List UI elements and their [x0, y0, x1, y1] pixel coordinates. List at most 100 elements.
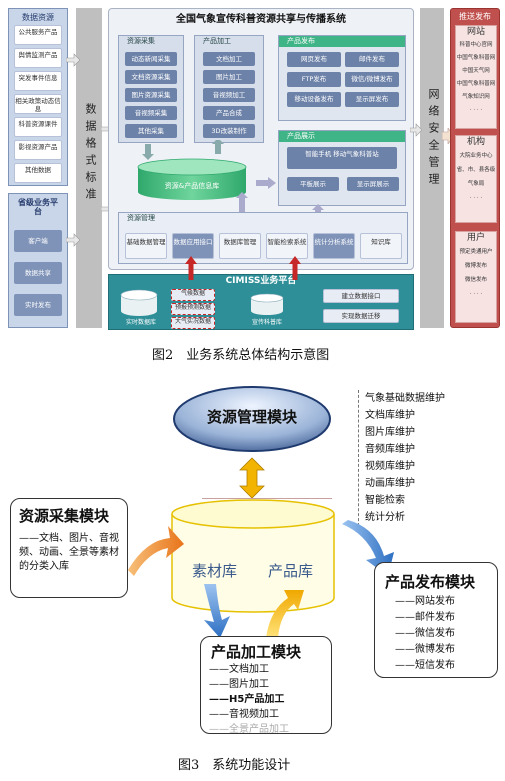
province-panel: 省级业务平台 客户端数据共享实时发布: [8, 193, 68, 328]
mgmt-list-item-7: 统计分析: [365, 512, 405, 523]
process-module: 产品加工模块 ——文档加工——图片加工——H5产品加工——音视频加工——全景产品…: [200, 636, 332, 735]
push-website: 网站 科普中心官网中国气象科普网中国天气网中国气象科普网气象知识网· · · ·: [455, 25, 497, 129]
data-sources-header: 数据资源: [22, 13, 54, 22]
resource-db-label: 资源&产品信息库: [164, 182, 220, 190]
website-item-3: 中国气象科普网: [456, 81, 496, 87]
mgmt-list-item-6: 智能检索: [365, 495, 405, 506]
publish-list-item-2: ——微信发布: [395, 628, 455, 639]
release-item-3: 微信/微博发布: [345, 72, 399, 87]
data-source-item-4: 科普资源课件: [14, 117, 62, 137]
science-db-icon: [250, 293, 284, 315]
data-sources-panel: 数据资源 公共服务产品舆情监测产品突发事件信息相关政策动态信息科普资源课件影视资…: [8, 8, 68, 186]
process-item-4: 3D改装制作: [203, 124, 255, 138]
realtime-db-label: 实时数据库: [125, 319, 156, 326]
release-header: 产品发布: [279, 36, 405, 47]
resource-db: [137, 158, 247, 200]
data-source-item-5: 影视资源产品: [14, 140, 62, 160]
material-label: 素材库: [192, 562, 238, 580]
collect-item-0: 动态新闻采集: [125, 52, 177, 66]
publish-module: 产品发布模块 ——网站发布——邮件发布——微信发布——微博发布——短信发布: [374, 562, 498, 678]
process-arrows: [204, 584, 304, 638]
province-item-1: 数据共享: [14, 262, 62, 284]
mgmt-list-item-2: 图片库维护: [365, 427, 415, 438]
security-arrows: [410, 123, 422, 137]
science-db-label: 宣传科普库: [251, 319, 282, 326]
mgmt-divider: [202, 498, 332, 499]
security-panel: 网络安全管理: [420, 8, 444, 328]
mgmt-list-item-0: 气象基础数据维护: [365, 393, 445, 404]
display-panel: 产品展示 智能手机 移动气象科普站 平板展示显示屏展示: [278, 130, 406, 206]
process-item-3: 产品合成: [203, 106, 255, 120]
process-list-item-1: ——图片加工: [209, 679, 269, 690]
cimiss-item-1: 预报预测数据: [171, 303, 215, 315]
manage-item-3: 智能检索系统: [266, 233, 308, 259]
cimiss-header: CIMISS业务平台: [225, 276, 297, 286]
display-main: 智能手机 移动气象科普站: [287, 147, 397, 169]
collect-item-2: 图片资源采集: [125, 88, 177, 102]
data-source-item-2: 突发事件信息: [14, 71, 62, 91]
collect-header: 资源采集: [119, 36, 183, 47]
org-item-0: 大院业务中心: [459, 153, 493, 159]
display-header: 产品展示: [279, 131, 405, 142]
release-item-2: FTP发布: [287, 72, 341, 87]
process-panel: 产品加工 文档加工图片加工音视频加工产品合成 3D改装制作: [194, 35, 264, 143]
publish-list-item-4: ——短信发布: [395, 660, 455, 671]
process-item-1: 图片加工: [203, 70, 255, 84]
fig2-diagram: 数据资源 公共服务产品舆情监测产品突发事件信息相关政策动态信息科普资源课件影视资…: [8, 8, 500, 334]
org-item-1: 省、市、县各级气象局: [456, 167, 496, 187]
org-item-2: · · · ·: [469, 195, 483, 201]
mgmt-list-item-4: 视频库维护: [365, 461, 415, 472]
release-item-0: 网页发布: [287, 52, 341, 67]
mgmt-ellipse: [173, 386, 331, 452]
release-item-4: 移动设备发布: [287, 92, 341, 107]
process-title: 产品加工模块: [211, 643, 302, 661]
cimiss-panel: CIMISS业务平台 实时数据库 气候数据预报预测数据大气实况数据 宣传科普库 …: [108, 274, 414, 330]
realtime-db-icon: [120, 289, 158, 316]
publish-list-item-1: ——邮件发布: [395, 612, 455, 623]
process-list-item-2: ——H5产品加工: [209, 694, 285, 705]
cimiss-up-arrows: [185, 256, 301, 280]
website-item-0: 科普中心官网: [459, 42, 493, 48]
website-item-1: 中国气象科普网: [456, 55, 496, 61]
province-item-2: 实时发布: [14, 294, 62, 316]
data-source-item-1: 舆情监测产品: [14, 48, 62, 68]
website-item-2: 中国天气网: [462, 68, 490, 74]
process-list-item-3: ——音视频加工: [209, 709, 279, 720]
release-panel: 产品发布 网页发布邮件发布 FTP发布微信/微博发布移动设备发布显示屏发布: [278, 35, 406, 121]
province-header: 省级业务平台: [18, 198, 58, 216]
publish-list-item-3: ——微博发布: [395, 644, 455, 655]
push-org: 机构 大院业务中心省、市、县各级气象局· · · ·: [455, 135, 497, 223]
process-item-0: 文档加工: [203, 52, 255, 66]
user-item-3: · · · ·: [469, 291, 483, 297]
collect-item-4: 其他采集: [125, 124, 177, 138]
cimiss-item-0: 气候数据: [171, 289, 215, 301]
process-item-2: 音视频加工: [203, 88, 255, 102]
fig2-caption: 图2 业务系统总体结构示意图: [152, 348, 330, 363]
manage-item-4: 统计分析系统: [313, 233, 355, 259]
collect-text: ——文档、图片、音视频、动画、全景等素材的分类入库: [19, 533, 119, 572]
format-standard-label: 数据格式标准: [84, 103, 97, 205]
publish-title: 产品发布模块: [385, 573, 476, 591]
mgmt-list-item-5: 动画库维护: [365, 478, 415, 489]
data-source-item-0: 公共服务产品: [14, 25, 62, 45]
mgmt-arrow: [239, 457, 265, 499]
release-item-1: 邮件发布: [345, 52, 399, 67]
mgmt-list: 气象基础数据维护文档库维护图片库维护音频库维护视频库维护动画库维护智能检索统计分…: [358, 390, 498, 526]
display-item-0: 平板展示: [287, 177, 339, 191]
mgmt-list-item-1: 文档库维护: [365, 410, 415, 421]
user-item-2: 微信发布: [464, 277, 487, 283]
manage-item-2: 数据库管理: [219, 233, 261, 259]
collect-title: 资源采集模块: [19, 507, 110, 525]
process-header: 产品加工: [195, 36, 263, 47]
manage-item-0: 基础数据管理: [125, 233, 167, 259]
website-item-5: · · · ·: [469, 107, 483, 113]
release-item-5: 显示屏发布: [345, 92, 399, 107]
push-header: 推送发布: [459, 12, 491, 21]
collect-module: 资源采集模块 ——文档、图片、音视频、动画、全景等素材的分类入库: [10, 498, 128, 598]
main-system-title: 全国气象宣传科普资源共享与传播系统: [176, 14, 346, 25]
fig3-caption: 图3 系统功能设计: [178, 758, 291, 773]
manage-panel: 资源管理 基础数据管理数据应用接口数据库管理智能检索系统统计分析系统知识库: [118, 212, 408, 264]
security-label: 网络安全管理: [427, 88, 440, 190]
mgmt-title: 资源管理模块: [206, 408, 297, 426]
